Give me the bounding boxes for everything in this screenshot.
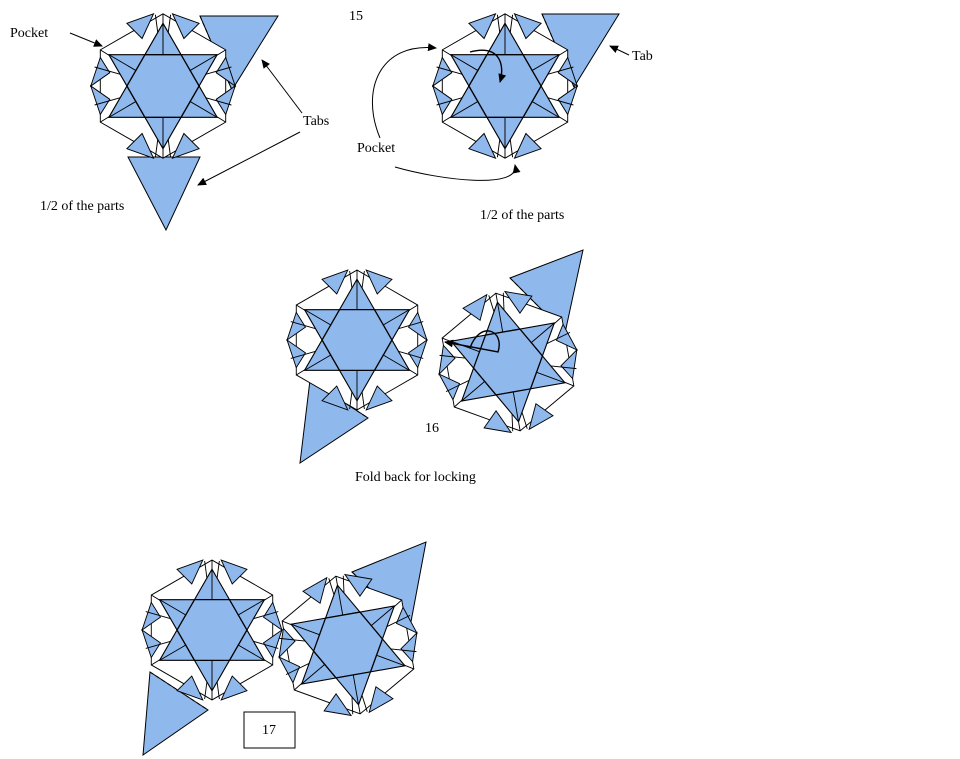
step17-figure <box>141 541 430 757</box>
tabs-label: Tabs <box>303 114 329 129</box>
tabs-arrow-lower <box>197 131 301 186</box>
step-16-number: 16 <box>425 421 439 436</box>
caption-left: 1/2 of the parts <box>40 199 124 214</box>
step-17-box: 17 <box>243 711 296 749</box>
pocket-label-right: Pocket <box>357 141 395 156</box>
pocket-arrow-upper <box>371 43 437 139</box>
fold-back-arrow <box>444 330 500 353</box>
fold-arrow-15 <box>469 49 507 83</box>
pocket-arrow-left <box>69 32 103 47</box>
pocket-label-left: Pocket <box>10 26 48 41</box>
caption-right: 1/2 of the parts <box>480 208 564 223</box>
step15-left-figure <box>90 13 279 232</box>
tab-bottom <box>127 156 201 232</box>
tab-arrow <box>609 45 630 56</box>
tab-label: Tab <box>632 49 653 64</box>
tabs-arrow-upper <box>261 59 303 114</box>
step16-instruction: Fold back for locking <box>355 470 476 485</box>
pocket-arrow-lower <box>394 164 521 181</box>
step16-figure <box>286 249 590 465</box>
step-17-number: 17 <box>262 723 276 738</box>
step-15-number: 15 <box>349 9 363 24</box>
step15-right-figure <box>432 13 620 159</box>
